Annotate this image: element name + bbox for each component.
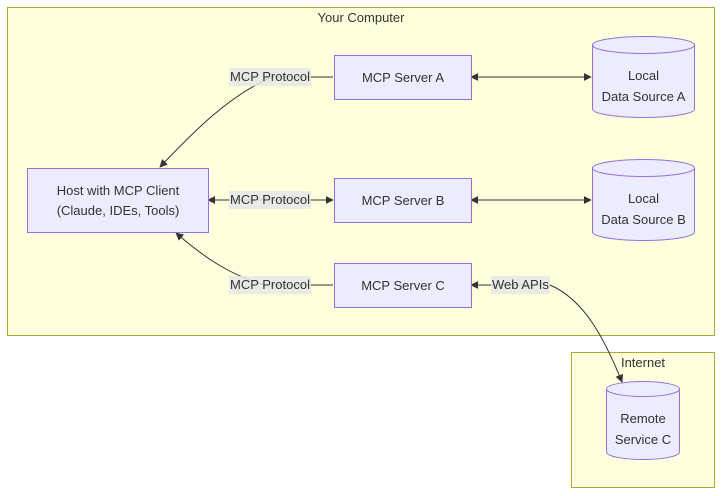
database-cylinder-icon	[592, 159, 695, 241]
mcp-server-a-node[interactable]: MCP Server A	[334, 55, 472, 100]
local-data-source-a-line1: Local	[627, 68, 660, 83]
remote-service-c-line1: Remote	[620, 411, 666, 426]
edge-server-c-remote	[470, 281, 624, 383]
remote-service-c-node[interactable]: Remote Service C	[606, 381, 680, 460]
edge-label-mcp-protocol-c: MCP Protocol	[229, 276, 311, 294]
local-data-source-b-line2: Data Source B	[601, 212, 686, 227]
host-node[interactable]: Host with MCP Client (Claude, IDEs, Tool…	[27, 168, 209, 233]
local-data-source-a-label: Local Data Source A	[592, 65, 695, 107]
local-data-source-b-node[interactable]: Local Data Source B	[592, 159, 695, 241]
mcp-server-c-node[interactable]: MCP Server C	[334, 263, 472, 308]
mcp-server-c-label: MCP Server C	[361, 277, 445, 293]
local-data-source-a-line2: Data Source A	[601, 89, 686, 104]
database-cylinder-icon	[592, 36, 695, 118]
edge-label-web-apis: Web APIs	[491, 276, 550, 294]
database-cylinder-icon	[606, 381, 680, 460]
local-data-source-b-label: Local Data Source B	[592, 188, 695, 230]
edge-label-mcp-protocol-b: MCP Protocol	[229, 191, 311, 209]
remote-service-c-line2: Service C	[614, 432, 672, 447]
mcp-server-b-label: MCP Server B	[361, 192, 445, 208]
mcp-server-b-node[interactable]: MCP Server B	[334, 178, 472, 223]
edge-label-mcp-protocol-a: MCP Protocol	[229, 68, 311, 86]
your-computer-title: Your Computer	[317, 10, 405, 25]
internet-title: Internet	[620, 355, 666, 370]
host-line1: Host with MCP Client	[56, 182, 180, 198]
local-data-source-a-node[interactable]: Local Data Source A	[592, 36, 695, 118]
host-line2: (Claude, IDEs, Tools)	[56, 202, 180, 218]
remote-service-c-label: Remote Service C	[606, 408, 680, 450]
local-data-source-b-line1: Local	[627, 191, 660, 206]
mcp-server-a-label: MCP Server A	[361, 69, 445, 85]
edge-server-a-to-host	[159, 76, 333, 168]
